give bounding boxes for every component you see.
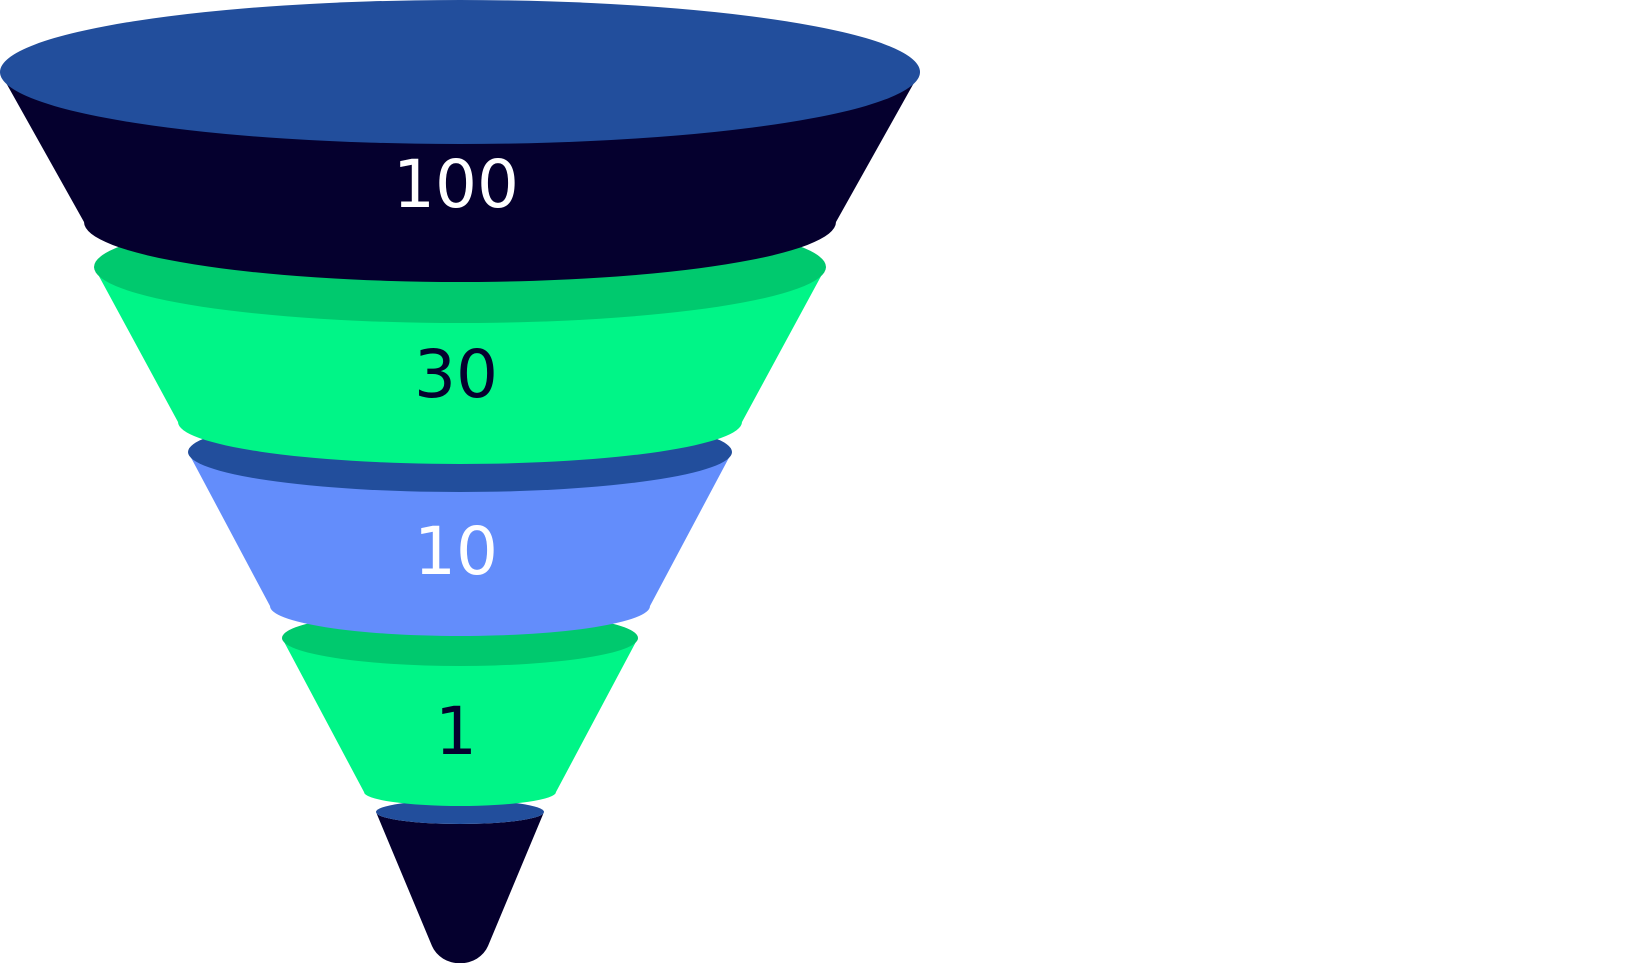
funnel-stage-value-label: 30	[414, 336, 498, 413]
funnel-stage-value-label: 1	[435, 693, 477, 770]
funnel-stage-value-label: 100	[393, 146, 519, 223]
funnel-stage-1: 100	[0, 0, 920, 282]
funnel-stage-rim	[0, 0, 920, 144]
funnel-tip	[376, 812, 544, 963]
funnel-stage-value-label: 10	[414, 513, 498, 590]
funnel-stage-4: 1	[282, 610, 638, 806]
